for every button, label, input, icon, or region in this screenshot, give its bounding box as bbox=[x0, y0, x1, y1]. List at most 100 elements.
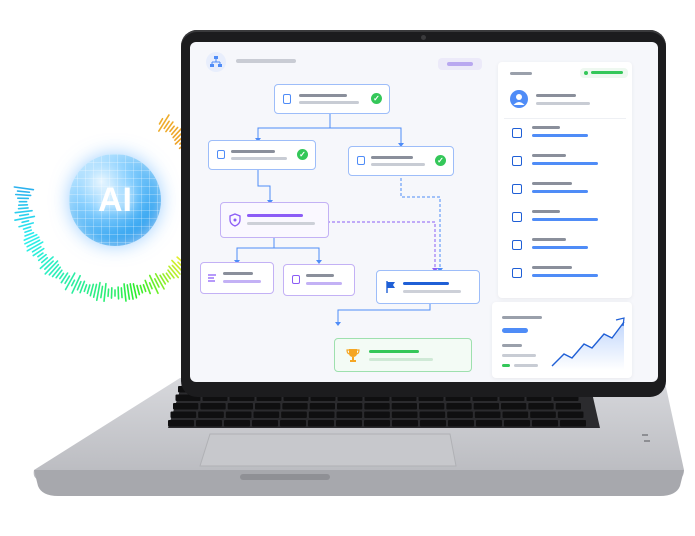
flow-node-c[interactable] bbox=[200, 262, 274, 294]
wave-bar bbox=[170, 126, 179, 136]
org-chart-icon bbox=[210, 56, 222, 67]
side-item-value bbox=[532, 162, 598, 165]
key bbox=[198, 411, 224, 418]
wave-bar bbox=[92, 283, 98, 299]
wave-bar bbox=[70, 279, 76, 287]
side-item-value bbox=[532, 274, 598, 277]
key bbox=[255, 403, 281, 410]
check-icon: ✓ bbox=[435, 155, 446, 166]
wave-bar bbox=[32, 247, 45, 257]
wave-bar bbox=[76, 280, 82, 291]
key bbox=[557, 411, 584, 418]
orb-grid-texture bbox=[69, 154, 161, 246]
key bbox=[528, 403, 554, 410]
wave-bar bbox=[103, 282, 107, 303]
flow-node-start[interactable]: ✓ bbox=[274, 84, 390, 114]
header-pill-button[interactable] bbox=[438, 58, 482, 70]
key bbox=[474, 411, 501, 418]
key bbox=[170, 411, 197, 418]
side-item-title bbox=[532, 210, 560, 213]
key bbox=[337, 403, 363, 410]
wave-bar bbox=[154, 278, 160, 288]
side-item-title bbox=[532, 154, 566, 157]
wave-bar bbox=[64, 272, 76, 291]
check-icon: ✓ bbox=[371, 93, 382, 104]
side-item-title bbox=[532, 126, 560, 129]
wave-bar bbox=[24, 236, 40, 245]
key bbox=[309, 403, 335, 410]
key bbox=[448, 420, 474, 427]
wave-bar bbox=[120, 287, 123, 299]
wave-bar bbox=[60, 272, 69, 284]
flag-icon bbox=[386, 281, 395, 293]
wave-bar bbox=[144, 279, 152, 295]
flow-node-a[interactable]: ✓ bbox=[208, 140, 316, 170]
wave-bar bbox=[31, 245, 42, 253]
trophy-icon bbox=[346, 349, 360, 362]
trend-up-icon bbox=[551, 317, 625, 370]
wave-bar bbox=[132, 283, 138, 299]
flow-node-flag[interactable] bbox=[376, 270, 480, 304]
key bbox=[252, 420, 278, 427]
key bbox=[419, 403, 445, 410]
app-title-placeholder bbox=[236, 59, 296, 63]
wave-bar bbox=[162, 273, 169, 283]
document-icon bbox=[283, 94, 291, 104]
side-item-icon bbox=[512, 128, 522, 138]
wave-bar bbox=[71, 274, 81, 294]
check-icon: ✓ bbox=[297, 149, 308, 160]
key bbox=[224, 420, 250, 427]
key bbox=[419, 411, 446, 418]
wave-bar bbox=[64, 275, 71, 285]
wave-bar bbox=[169, 125, 175, 133]
key bbox=[420, 420, 446, 427]
key bbox=[364, 420, 390, 427]
key bbox=[364, 403, 390, 410]
flow-node-d[interactable] bbox=[283, 264, 355, 296]
wave-bar bbox=[40, 256, 49, 264]
wave-bar bbox=[167, 269, 175, 279]
key bbox=[447, 411, 473, 418]
wave-bar bbox=[126, 284, 131, 300]
wave-bar bbox=[158, 114, 170, 132]
app-logo[interactable] bbox=[206, 52, 226, 72]
side-item-icon bbox=[512, 184, 522, 194]
wave-bar bbox=[148, 274, 159, 295]
side-item-value bbox=[532, 218, 598, 221]
side-item-icon bbox=[512, 156, 522, 166]
wave-bar bbox=[23, 233, 38, 241]
wave-bar bbox=[89, 283, 95, 297]
wave-bar bbox=[148, 282, 153, 290]
key bbox=[196, 420, 222, 427]
wave-bar bbox=[55, 269, 63, 279]
key bbox=[173, 403, 199, 410]
side-panel bbox=[498, 62, 632, 298]
user-avatar-icon[interactable] bbox=[510, 90, 528, 108]
ai-orb[interactable]: AI bbox=[69, 154, 161, 246]
document-icon bbox=[217, 150, 225, 159]
flow-node-trophy[interactable] bbox=[334, 338, 472, 372]
wave-bar bbox=[18, 213, 30, 217]
wave-bar bbox=[165, 272, 172, 280]
key bbox=[446, 403, 472, 410]
wave-bar bbox=[21, 220, 30, 224]
wave-bar bbox=[14, 209, 33, 214]
wave-bar bbox=[159, 274, 167, 285]
key bbox=[253, 411, 280, 418]
wave-bar bbox=[24, 229, 33, 234]
side-item-icon bbox=[512, 212, 522, 222]
wave-bar bbox=[24, 231, 35, 237]
key bbox=[281, 411, 307, 418]
wave-bar bbox=[168, 265, 180, 279]
wave-bar bbox=[123, 283, 127, 302]
key bbox=[532, 420, 558, 427]
wave-bar bbox=[51, 266, 62, 278]
wave-bar bbox=[14, 193, 32, 197]
flow-node-b[interactable]: ✓ bbox=[348, 146, 454, 176]
wave-bar bbox=[171, 264, 181, 275]
ai-label: AI bbox=[98, 181, 132, 219]
wave-bar bbox=[83, 284, 88, 293]
side-item-title bbox=[532, 182, 572, 185]
flow-node-shield[interactable] bbox=[220, 202, 329, 238]
trend-card bbox=[492, 302, 632, 378]
